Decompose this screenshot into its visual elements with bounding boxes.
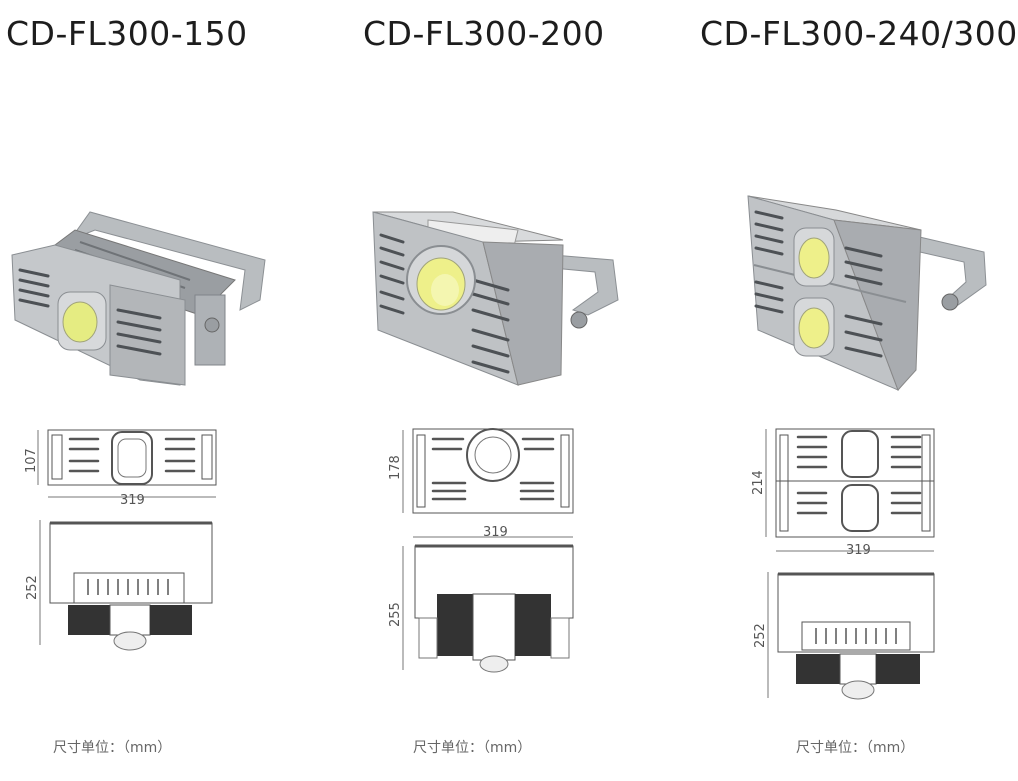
side-view-drawing: 252 xyxy=(753,572,935,700)
product-column-2: CD-FL300-200 178 xyxy=(333,0,666,781)
front-height-label: 107 xyxy=(24,448,39,473)
side-height-label: 252 xyxy=(25,575,40,600)
side-view-drawing: 252 xyxy=(25,520,213,651)
product-column-1: CD-FL300-150 107 xyxy=(0,0,333,781)
width-label: 319 xyxy=(846,543,871,558)
front-height-label: 214 xyxy=(751,470,766,495)
product-photo xyxy=(747,195,987,391)
model-title: CD-FL300-200 xyxy=(363,14,605,53)
product-column-3: CD-FL300-240/300 214 xyxy=(666,0,1017,781)
width-label: 319 xyxy=(120,493,145,508)
front-height-label: 178 xyxy=(388,455,403,480)
unit-note: 尺寸单位：（mm） xyxy=(53,740,172,756)
front-view-drawing: 214 319 xyxy=(751,428,935,558)
side-height-label: 255 xyxy=(388,602,403,627)
front-view-drawing: 107 319 xyxy=(24,429,217,508)
front-view-drawing: 178 319 xyxy=(388,428,574,540)
side-height-label: 252 xyxy=(753,623,768,648)
width-label: 319 xyxy=(483,525,508,540)
product-photo xyxy=(11,211,266,386)
model-title: CD-FL300-150 xyxy=(6,14,248,53)
product-photo xyxy=(372,211,619,386)
unit-note: 尺寸单位：（mm） xyxy=(796,740,915,756)
side-view-drawing: 255 xyxy=(388,544,574,673)
model-title: CD-FL300-240/300 xyxy=(700,14,1018,53)
unit-note: 尺寸单位：（mm） xyxy=(413,740,532,756)
